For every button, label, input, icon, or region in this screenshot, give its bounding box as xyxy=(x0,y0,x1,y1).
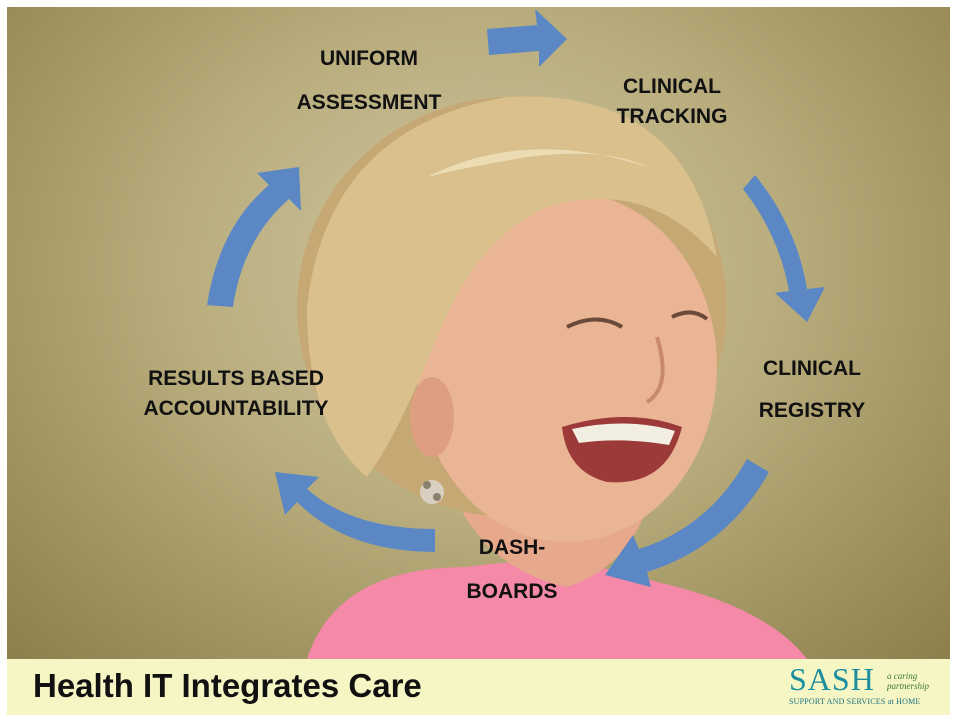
arrow-icon xyxy=(743,175,825,322)
arrow-icon xyxy=(487,9,567,67)
cycle-step-clinical-registry: CLINICAL REGISTRY xyxy=(737,355,887,425)
cycle-step-uniform-assessment: UNIFORM ASSESSMENT xyxy=(269,45,469,117)
arrow-icon xyxy=(207,167,301,307)
step-line: BOARDS xyxy=(466,580,558,603)
logo-subtitle: SUPPORT AND SERVICES at HOME xyxy=(789,697,921,706)
arrow-icon xyxy=(605,459,769,587)
step-line: RESULTS BASED xyxy=(148,367,324,390)
footer-bar: Health IT Integrates Care SASH a caring … xyxy=(7,659,950,715)
background-photo: UNIFORM ASSESSMENT CLINICAL TRACKING CLI… xyxy=(7,7,950,659)
logo-wordmark: SASH xyxy=(789,661,875,697)
step-line: REGISTRY xyxy=(758,399,866,422)
portrait-illustration xyxy=(297,96,807,659)
logo-tagline: a caring partnership xyxy=(887,671,930,691)
cycle-step-results-based-accountability: RESULTS BASED ACCOUNTABILITY xyxy=(111,365,361,423)
sash-logo: SASH a caring partnership SUPPORT AND SE… xyxy=(787,661,937,709)
cycle-arrows xyxy=(207,9,825,587)
step-line: UNIFORM xyxy=(320,47,418,70)
cycle-step-clinical-tracking: CLINICAL TRACKING xyxy=(587,73,757,131)
cycle-step-dashboards: DASH- BOARDS xyxy=(457,534,567,606)
step-line: ASSESSMENT xyxy=(296,91,442,114)
step-line: TRACKING xyxy=(616,105,728,128)
slide-title: Health IT Integrates Care xyxy=(33,667,422,704)
step-line: CLINICAL xyxy=(763,357,861,380)
step-line: DASH- xyxy=(478,536,546,559)
arrow-icon xyxy=(275,472,435,552)
step-line: CLINICAL xyxy=(623,75,721,98)
step-line: ACCOUNTABILITY xyxy=(143,397,329,420)
